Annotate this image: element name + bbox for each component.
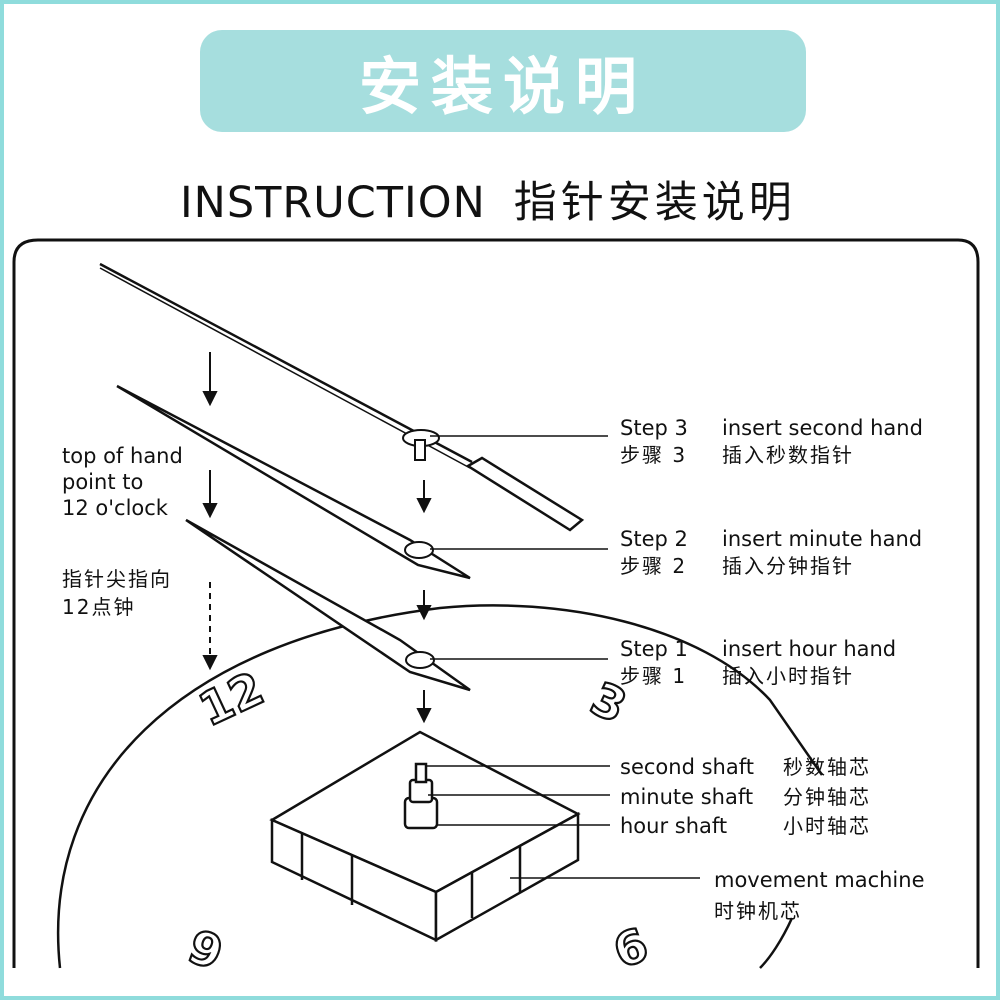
step-2-text-zh: 插入分钟指针 — [722, 554, 854, 578]
left-note-en-line-3: 12 o'clock — [62, 496, 169, 520]
step-1-label: Step 1 — [620, 637, 688, 661]
heading-english: INSTRUCTION — [180, 178, 486, 228]
dial-number-12: 12 — [191, 661, 272, 737]
title-banner: 安装说明 — [200, 30, 806, 132]
step-2-text: insert minute hand — [722, 527, 922, 551]
step-3-text: insert second hand — [722, 416, 923, 440]
left-note-en-line-1: top of hand — [62, 444, 183, 468]
clock-face-outline — [56, 604, 824, 969]
clock-face-right-edge — [759, 917, 794, 969]
second-shaft-label: second shaft — [620, 755, 754, 779]
dial-number-9: 9 — [181, 919, 230, 981]
step-3-label-zh: 步骤 3 — [620, 443, 687, 467]
movement-machine-label: movement machine — [714, 868, 925, 892]
hour-shaft-label: hour shaft — [620, 814, 727, 838]
diagram-panel — [12, 238, 980, 968]
hour-shaft-label-zh: 小时轴芯 — [783, 814, 871, 838]
second-hand — [99, 262, 585, 532]
minute-hand — [116, 384, 471, 580]
hour-hand — [185, 518, 471, 692]
step-3-label: Step 3 — [620, 416, 688, 440]
dial-number-6: 6 — [606, 917, 655, 979]
instruction-heading: INSTRUCTION 指针安装说明 — [180, 168, 840, 230]
left-note-en-line-2: point to — [62, 470, 143, 494]
down-arrows — [202, 352, 432, 724]
step-2-label-zh: 步骤 2 — [620, 554, 687, 578]
leader-lines — [425, 435, 700, 879]
step-1-text-zh: 插入小时指针 — [722, 664, 854, 688]
left-note-zh-line-1: 指针尖指向 — [62, 567, 172, 591]
heading-chinese: 指针安装说明 — [513, 178, 796, 228]
step-1-label-zh: 步骤 1 — [620, 664, 687, 688]
step-3-text-zh: 插入秒数指针 — [722, 443, 854, 467]
banner-title: 安装说明 — [358, 50, 647, 123]
step-2-label: Step 2 — [620, 527, 688, 551]
movement-machine-label-zh: 时钟机芯 — [714, 899, 802, 923]
second-shaft-label-zh: 秒数轴芯 — [783, 755, 871, 779]
clock-shafts — [403, 762, 439, 830]
left-note-zh-line-2: 12点钟 — [62, 595, 135, 619]
minute-shaft-label: minute shaft — [620, 785, 753, 809]
step-1-text: insert hour hand — [722, 637, 896, 661]
minute-shaft-label-zh: 分钟轴芯 — [783, 785, 871, 809]
